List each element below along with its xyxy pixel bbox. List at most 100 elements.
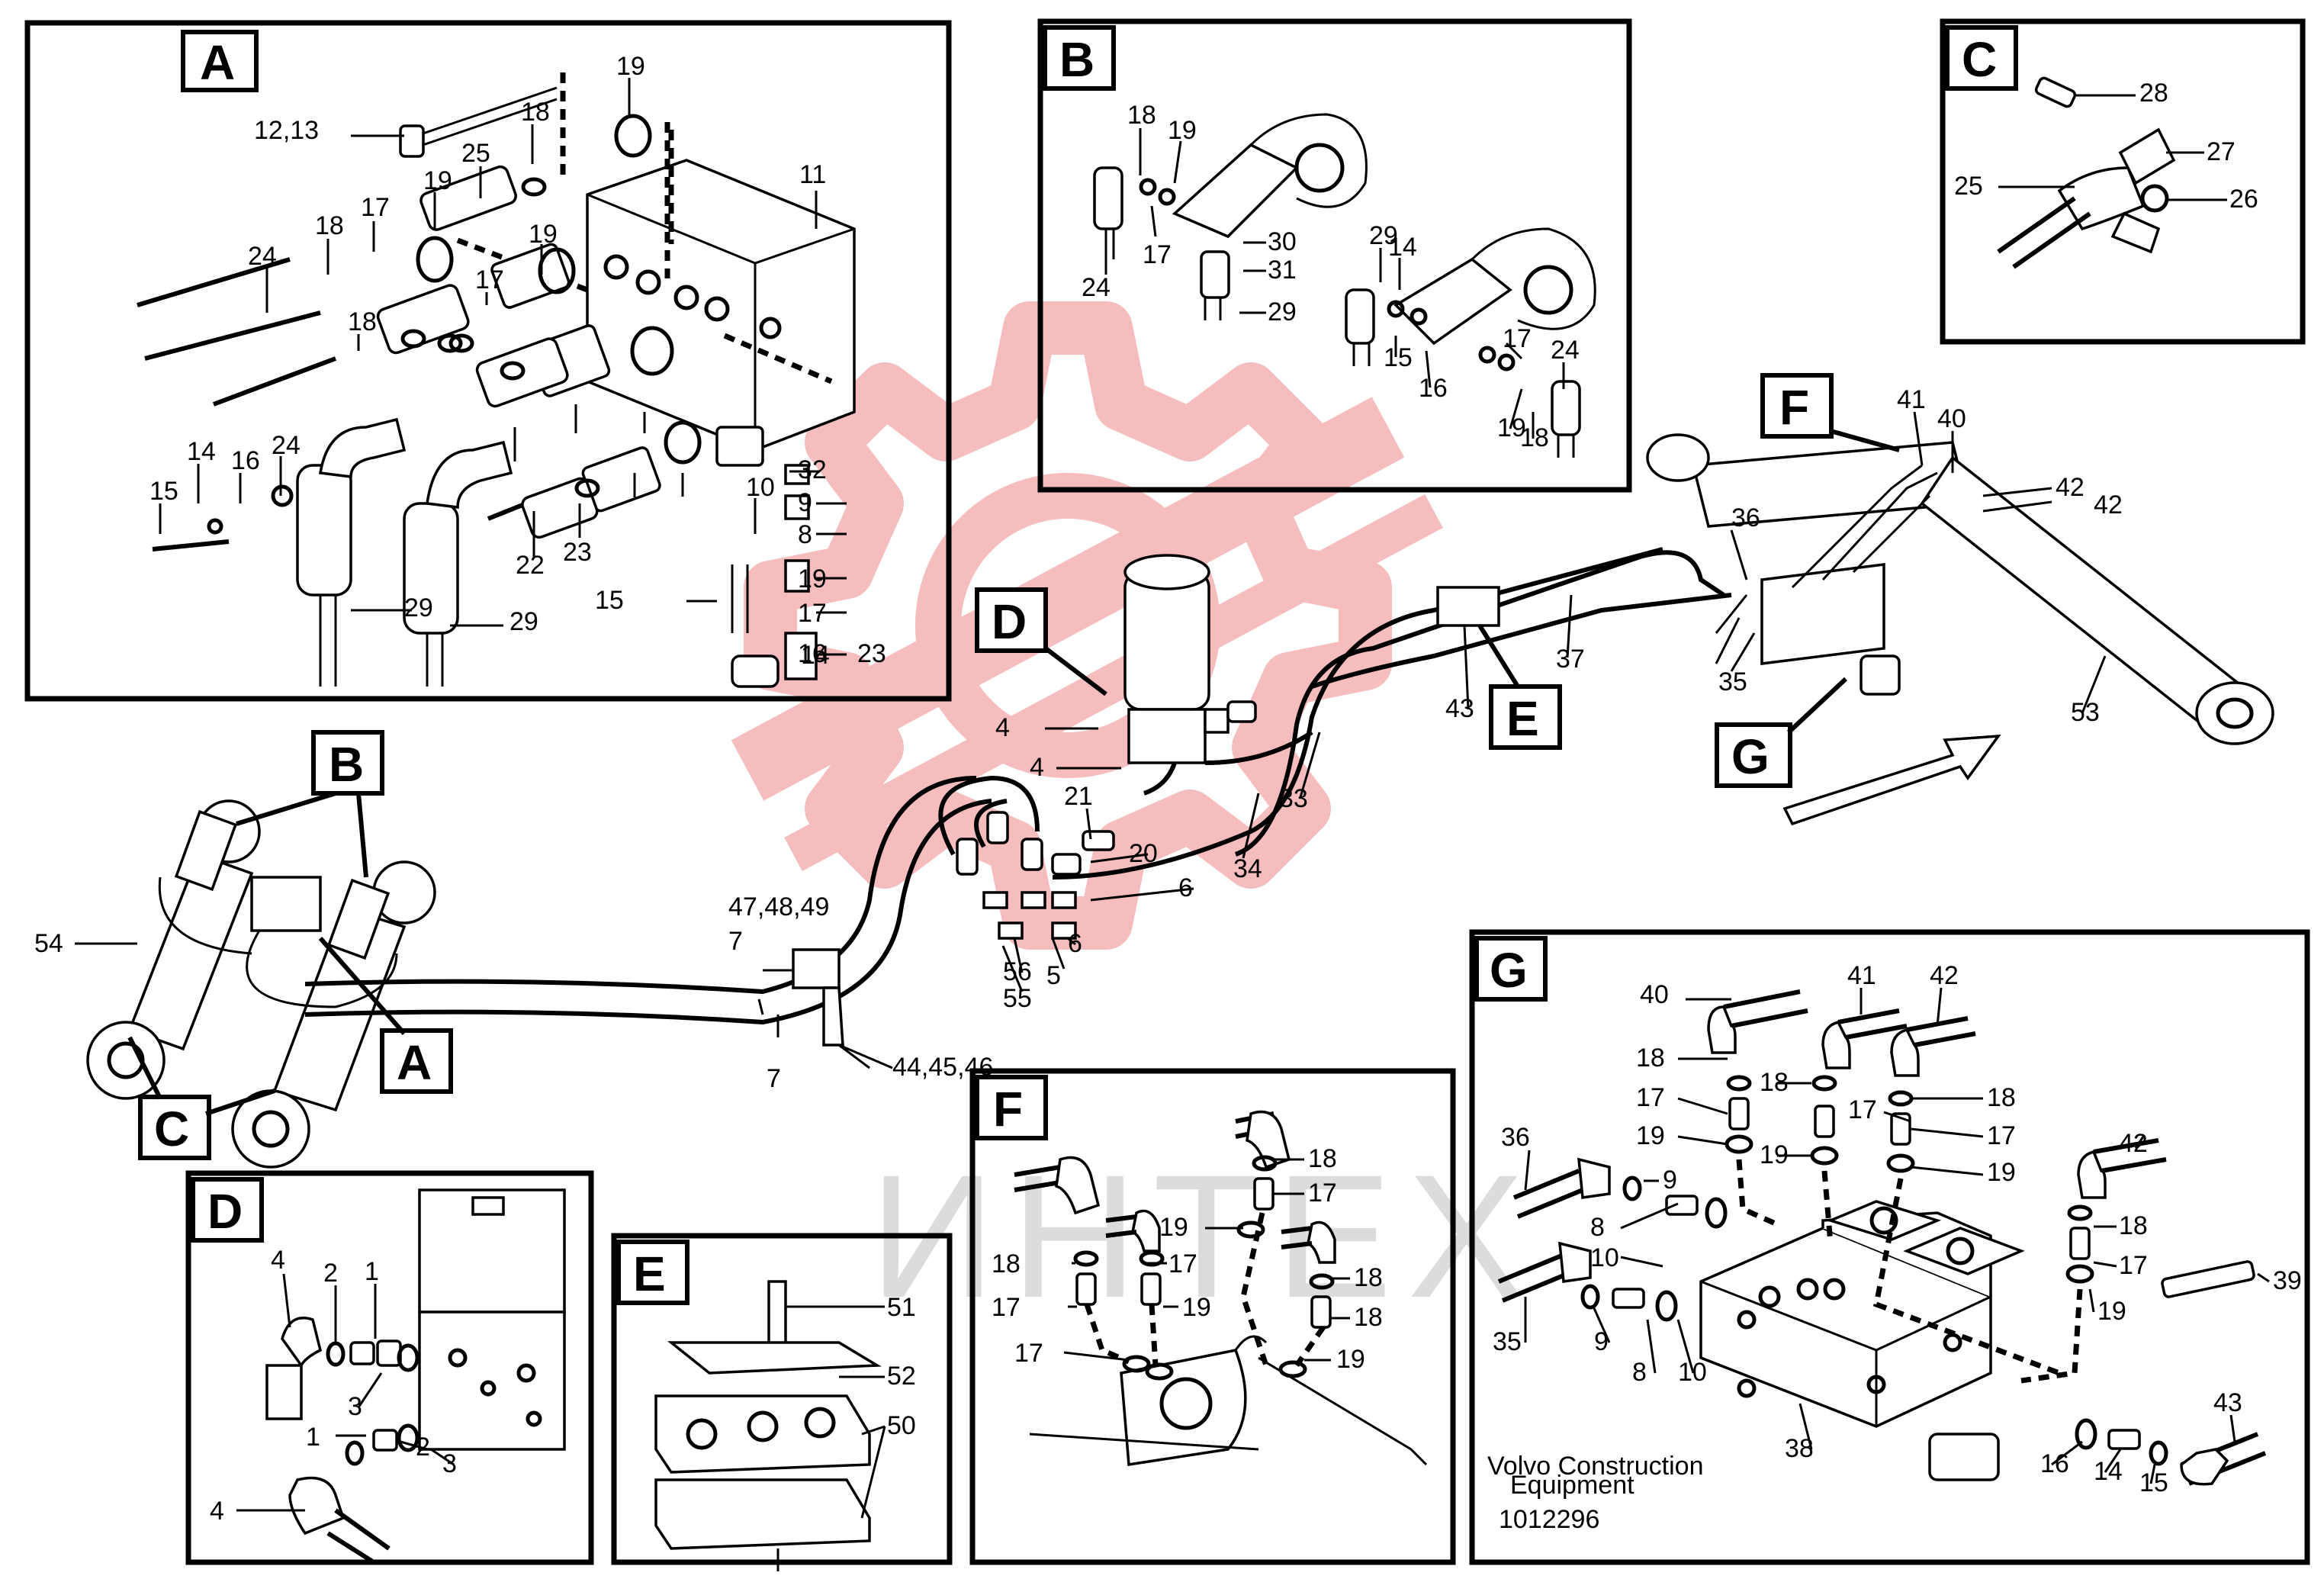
- panel-a-part-label: 14: [187, 437, 216, 466]
- main-part-label: 33: [1279, 784, 1308, 813]
- main-part-label: 53: [2071, 698, 2100, 727]
- panel-g-part-label: 10: [1590, 1243, 1619, 1272]
- panel-g-part-label: 8: [1632, 1358, 1647, 1387]
- panel-g-letter-box: [1474, 936, 1548, 1002]
- main-part-label: 56: [1003, 957, 1032, 986]
- panel-b: B: [1037, 18, 1632, 493]
- panel-a-part-label: 19: [616, 52, 645, 81]
- panel-a-part-label: 24: [272, 431, 301, 460]
- panel-e-letter: E: [633, 1246, 666, 1301]
- panel-a-part-label: 15: [595, 586, 624, 615]
- panel-g-part-label: 17: [1848, 1095, 1877, 1124]
- panel-a-part-label: 23: [857, 639, 886, 668]
- panel-a-part-label: 24: [248, 242, 277, 271]
- panel-g-part-label: 42: [1930, 961, 1959, 990]
- panel-g-part-label: 42: [2119, 1129, 2148, 1158]
- panel-d-part-label: 1: [365, 1257, 379, 1286]
- footer-maker: Volvo Construction: [1487, 1452, 1704, 1481]
- panel-g-part-label: 17: [2119, 1251, 2148, 1280]
- direction-arrow: [1782, 734, 2001, 826]
- panel-g-part-label: 19: [1636, 1121, 1665, 1150]
- panel-g-part-label: 41: [1847, 961, 1876, 990]
- panel-d-part-label: 2: [323, 1259, 338, 1288]
- main-part-label: 36: [1731, 503, 1760, 532]
- panel-g-letter: G: [1490, 943, 1528, 998]
- part-number-labels: 1912,13182511171919241817182416151432981…: [34, 52, 2302, 1526]
- panel-g-part-label: 8: [1590, 1213, 1605, 1242]
- panel-a-part-label: 32: [798, 455, 827, 484]
- main-part-label: 43: [1445, 694, 1474, 723]
- center-fittings: [938, 700, 1257, 940]
- panel-a: A: [24, 20, 952, 702]
- panel-b-part-label: 18: [1520, 423, 1549, 452]
- main-part-label: 6: [1068, 929, 1082, 958]
- main-part-label: 35: [1718, 667, 1747, 696]
- panel-a-part-label: 12,13: [254, 116, 319, 145]
- panel-b-part-label: 17: [1503, 324, 1532, 353]
- panel-a-part-label: 17: [361, 193, 390, 222]
- main-leaders: [75, 411, 2107, 1069]
- panel-b-part-label: 15: [1384, 343, 1413, 372]
- panel-f-part-label: 19: [1159, 1213, 1188, 1242]
- panel-a-part-label: 18: [348, 307, 377, 336]
- panel-g-part-label: 16: [2040, 1449, 2069, 1478]
- panel-d-part-label: 4: [210, 1497, 224, 1526]
- main-part-label: 7: [767, 1064, 781, 1093]
- svg-text:G: G: [1731, 729, 1770, 784]
- panel-a-part-label: 17: [798, 599, 827, 628]
- main-part-label: 54: [34, 929, 63, 958]
- panel-b-part-label: 14: [1388, 233, 1417, 262]
- panel-g-leaders: [1524, 987, 2270, 1484]
- panel-f-part-label: 17: [1308, 1179, 1337, 1208]
- panel-a-part-label: 19: [529, 220, 558, 249]
- main-part-label: 42: [2094, 490, 2123, 519]
- panel-a-part-label: 18: [315, 211, 344, 240]
- left-cylinders: [86, 799, 436, 1169]
- svg-text:E: E: [1506, 691, 1539, 746]
- accumulator: [1123, 554, 1313, 796]
- svg-text:C: C: [154, 1101, 189, 1156]
- main-part-label: 6: [1178, 873, 1193, 902]
- panel-c-letter: C: [1962, 32, 1997, 87]
- panel-g-part-label: 10: [1678, 1358, 1707, 1387]
- panel-a-part-label: 16: [798, 639, 827, 668]
- panel-a-part-label: 16: [231, 446, 260, 475]
- panel-d-part-label: 2: [416, 1433, 430, 1462]
- svg-text:F: F: [1779, 380, 1809, 435]
- footer-code: 1012296: [1499, 1505, 1599, 1534]
- panel-f: F: [969, 1068, 1456, 1565]
- panel-b-part-label: 31: [1268, 256, 1297, 285]
- panel-c-frame: [1940, 18, 2306, 345]
- panel-g-part-label: 18: [1636, 1044, 1665, 1072]
- panel-b-part-label: 17: [1143, 240, 1172, 269]
- panel-a-part-label: 11: [799, 160, 826, 189]
- panel-b-part-label: 18: [1127, 101, 1156, 130]
- panel-g-part-label: 17: [1636, 1083, 1665, 1112]
- panel-g-part-label: 43: [2213, 1388, 2242, 1417]
- panel-g-frame: [1469, 929, 2310, 1565]
- main-assembly: D E F G B A C: [75, 373, 2274, 1169]
- main-callouts: D E F G B A C: [127, 373, 1900, 1160]
- clamp-e: [1436, 586, 1500, 627]
- main-part-label: 40: [1937, 404, 1966, 433]
- clamp-47: [792, 948, 841, 989]
- panel-a-leaders: [159, 78, 847, 656]
- panel-e-part-label: 51: [887, 1293, 916, 1322]
- main-part-label: 47,48,49: [728, 892, 829, 921]
- panel-g-part-label: 9: [1663, 1166, 1677, 1195]
- panel-e-part-label: 52: [887, 1362, 916, 1391]
- watermark-text: ИНТЕХ: [869, 1138, 1540, 1334]
- panel-f-part-label: 19: [1336, 1345, 1365, 1374]
- panel-a-part-label: 25: [461, 139, 490, 168]
- panel-a-part-label: 29: [404, 593, 433, 622]
- panel-g-part-label: 38: [1785, 1434, 1814, 1463]
- main-part-label: 37: [1556, 645, 1585, 674]
- panel-c-letter-box: [1945, 25, 2018, 91]
- panel-f-frame: [969, 1068, 1456, 1565]
- main-part-label: 34: [1233, 854, 1262, 883]
- panel-f-letter-box: [975, 1075, 1048, 1140]
- panel-d-part-label: 1: [306, 1423, 320, 1452]
- panel-f-part-label: 17: [992, 1293, 1021, 1322]
